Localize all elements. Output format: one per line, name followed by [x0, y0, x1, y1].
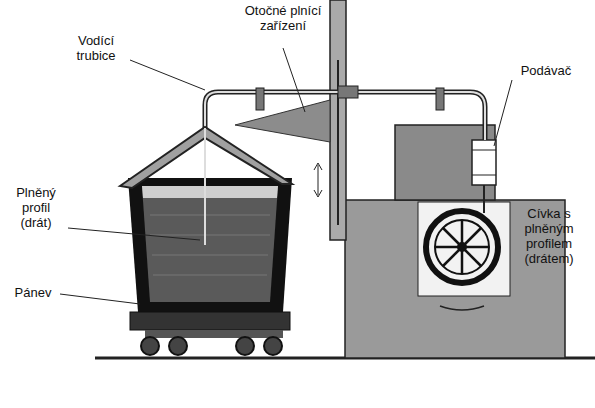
- guide-tube: [205, 86, 485, 140]
- leader-line: [60, 48, 512, 304]
- part-label: Plněný profil (drát): [3, 184, 69, 231]
- part-label: Pánev: [5, 284, 61, 301]
- swivel-arm: [235, 100, 330, 142]
- part-label: Podávač: [513, 62, 579, 79]
- part-label: Cívka s plněným profilem (drátem): [506, 205, 592, 267]
- cart: [130, 312, 290, 355]
- ladle: [120, 127, 292, 312]
- part-label: Vodící trubice: [61, 32, 131, 64]
- wire-coil: [426, 211, 498, 283]
- part-label: Otočné plnící zařízení: [241, 2, 325, 34]
- feeder: [472, 140, 496, 213]
